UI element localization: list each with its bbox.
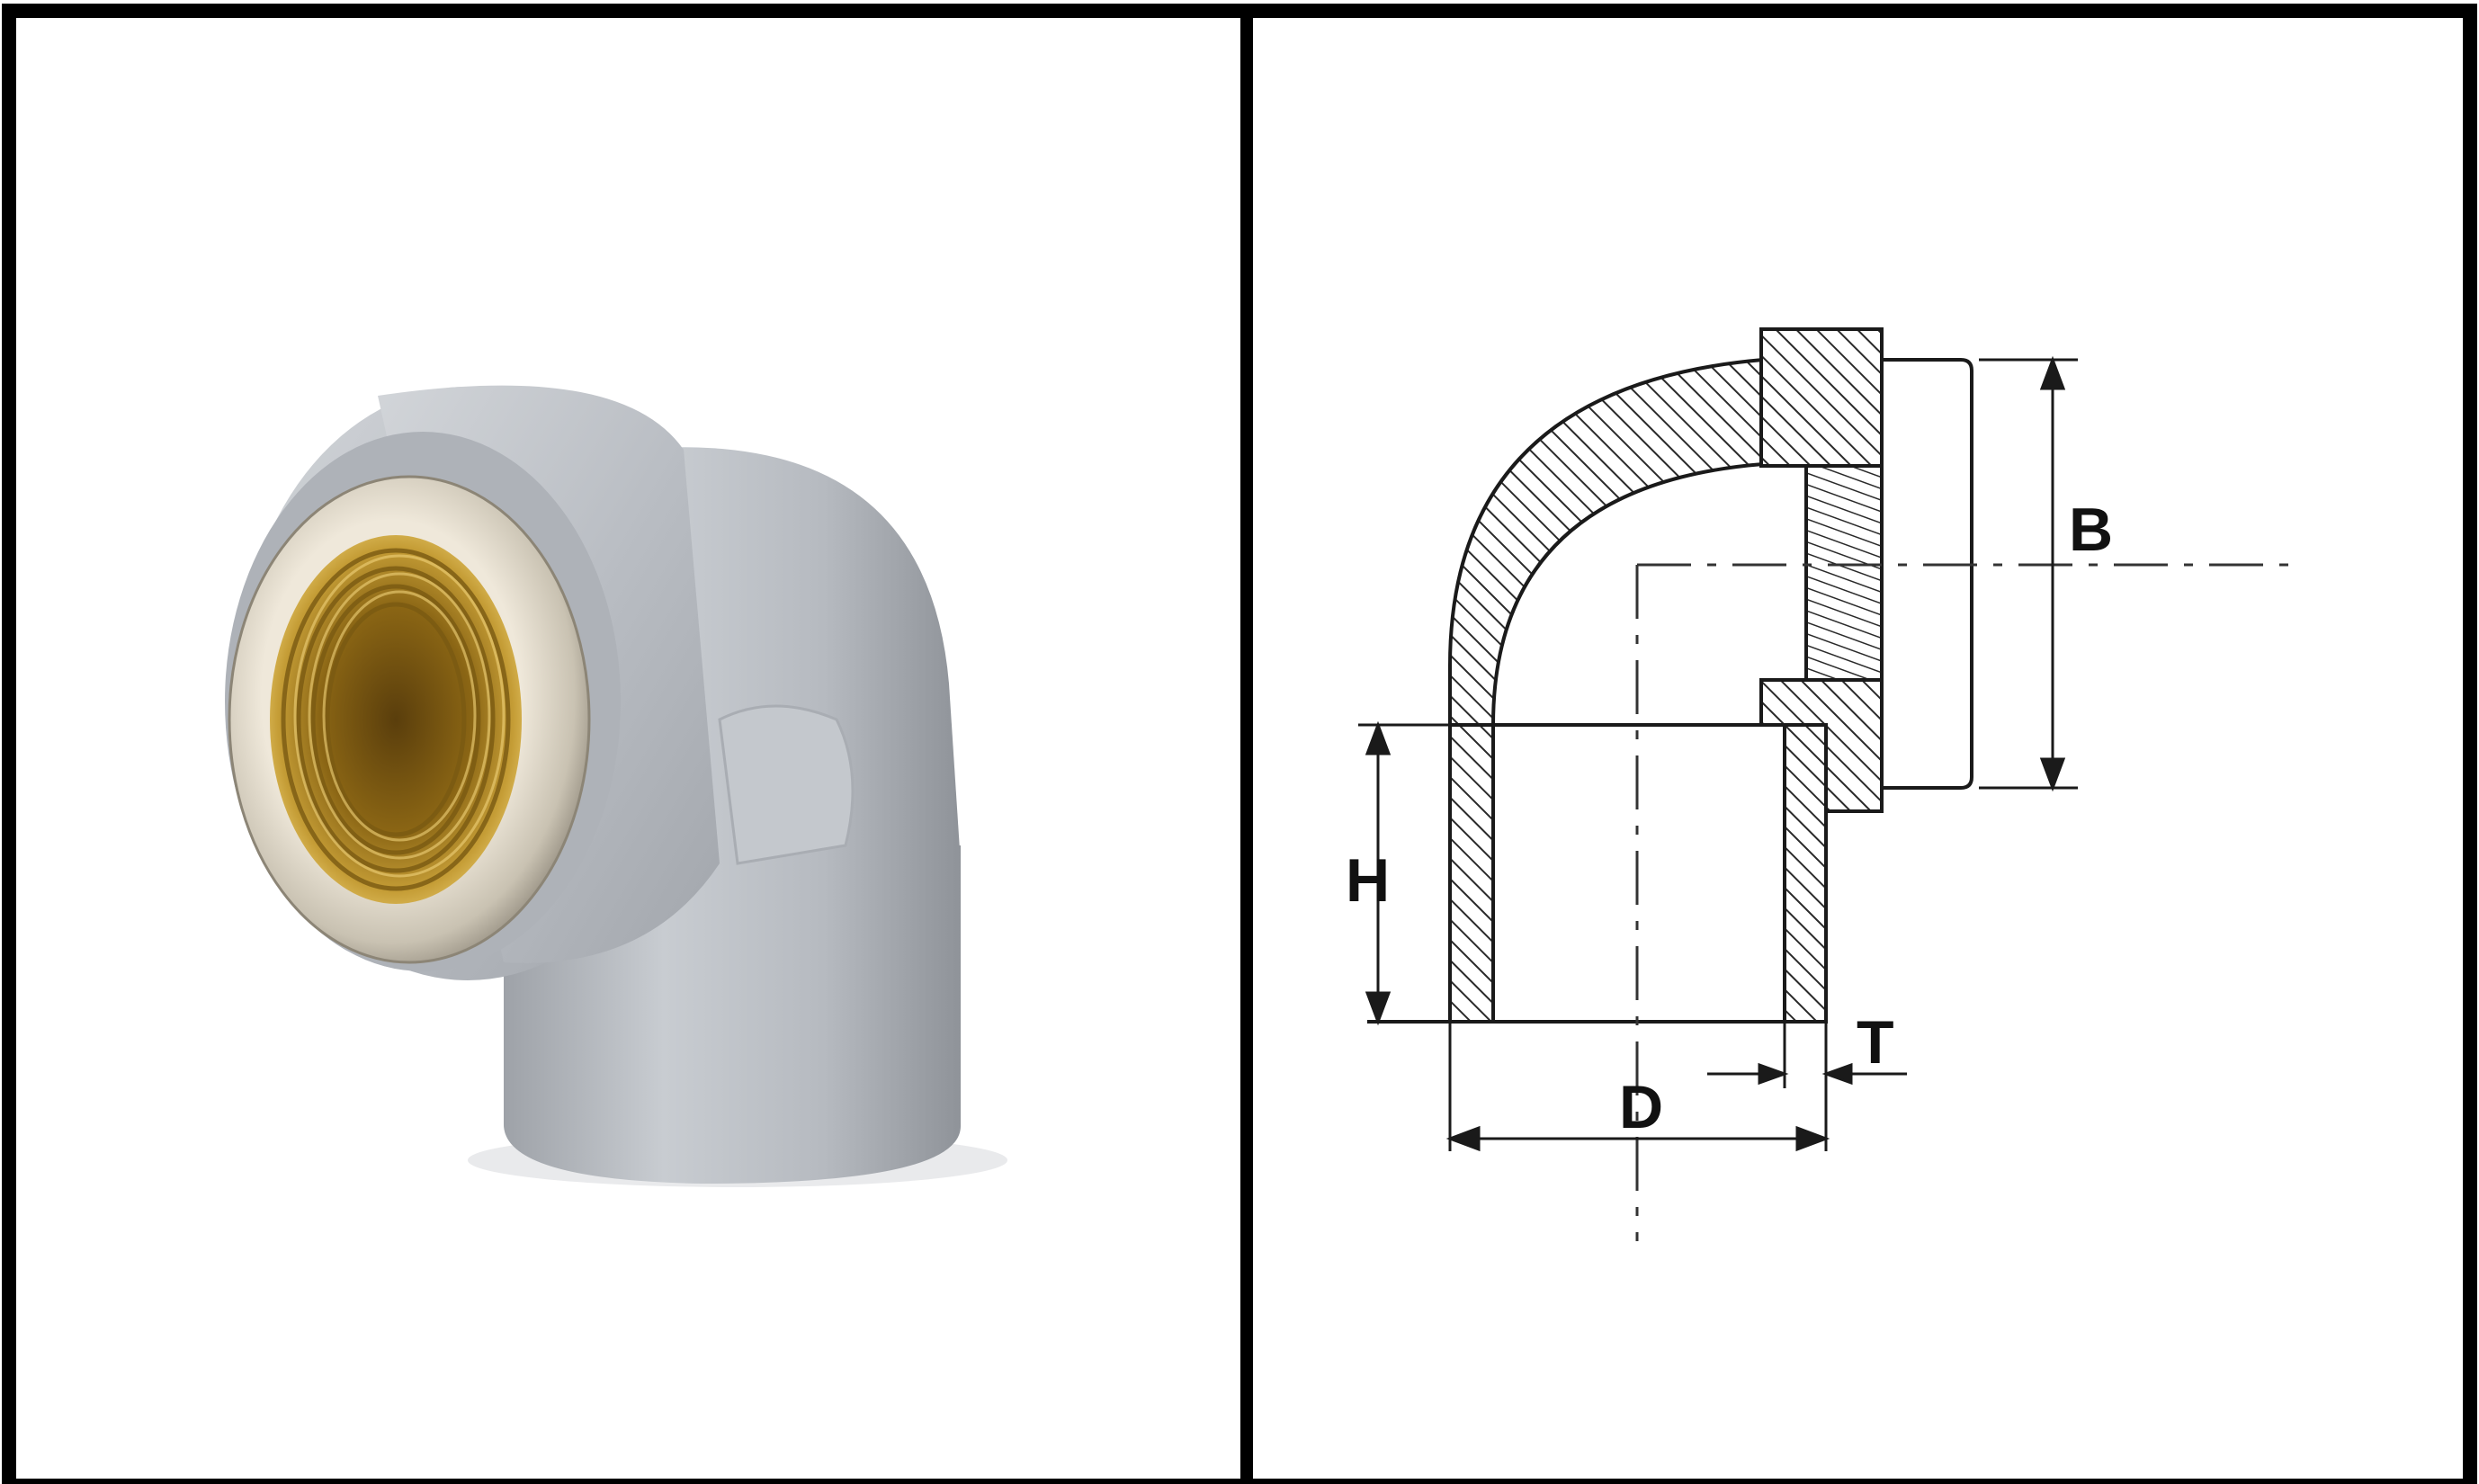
threaded-insert — [1804, 464, 1884, 682]
elbow-fitting-photo — [225, 385, 1007, 1187]
label-t: T — [1857, 1008, 1894, 1077]
end-cap-outline — [1882, 358, 1973, 790]
right-wall — [1783, 723, 1828, 1024]
upper-flange — [1759, 327, 1884, 468]
dimension-d — [1445, 1022, 1830, 1152]
label-h: H — [1346, 846, 1390, 915]
brass-thread — [270, 535, 522, 904]
label-b: B — [2069, 496, 2113, 564]
label-d: D — [1619, 1073, 1663, 1141]
dimension-b — [1979, 355, 2078, 792]
dimension-h — [1358, 720, 1450, 1026]
cross-section-drawing — [1358, 327, 2292, 1241]
dimension-t — [1707, 1022, 1907, 1088]
left-wall — [1448, 723, 1495, 1024]
center-lines — [1635, 563, 2292, 1241]
